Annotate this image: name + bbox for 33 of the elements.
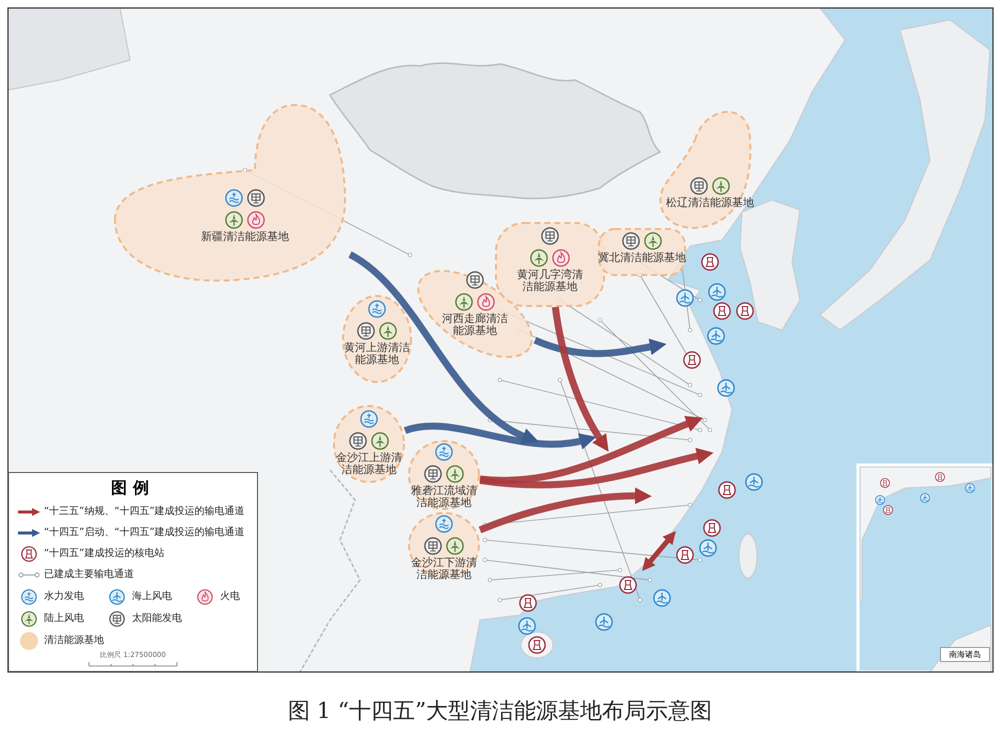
legend-label: “十三五”纳规、“十四五”建成投运的输电通道 — [44, 505, 245, 519]
inset-title: 南海诸岛 — [940, 647, 990, 662]
energy-base-area — [333, 405, 405, 483]
transmission-arrow — [480, 448, 714, 488]
legend-label: 海上风电 — [132, 590, 172, 604]
legend-label: 清洁能源基地 — [44, 634, 104, 648]
transmission-arrow — [478, 488, 652, 534]
energy-base-area — [408, 440, 480, 510]
base-label: 黄河上游清洁能源基地 — [343, 342, 411, 366]
energy-base-area — [342, 295, 412, 383]
legend-title: 图例 — [110, 478, 156, 499]
transmission-arrow — [404, 422, 597, 450]
legend-label: 陆上风电 — [44, 612, 84, 626]
energy-base-area — [598, 228, 686, 276]
base-label: 松辽清洁能源基地 — [665, 197, 755, 209]
legend-label: 太阳能发电 — [132, 612, 182, 626]
transmission-arrow — [552, 306, 608, 452]
base-label: 河西走廊清洁能源基地 — [441, 313, 509, 337]
legend-label: 火电 — [220, 590, 240, 604]
base-label: 雅砻江流域清洁能源基地 — [410, 485, 478, 509]
energy-base-area — [408, 512, 480, 578]
base-label: 冀北清洁能源基地 — [598, 252, 686, 264]
base-label: 黄河几字湾清洁能源基地 — [516, 269, 584, 293]
legend-label: 水力发电 — [44, 590, 84, 604]
transmission-arrow — [534, 336, 667, 358]
figure-caption: 图 1 “十四五”大型清洁能源基地布局示意图 — [286, 698, 714, 726]
legend-label: “十四五”建成投运的核电站 — [44, 547, 164, 561]
transmission-arrow — [480, 416, 703, 484]
base-label: 金沙江下游清洁能源基地 — [410, 557, 478, 581]
legend-label: 已建成主要输电通道 — [44, 568, 134, 582]
base-label: 新疆清洁能源基地 — [200, 231, 290, 243]
legend-label: “十四五”启动、“十四五”建成投运的输电通道 — [44, 526, 245, 540]
base-label: 金沙江上游清洁能源基地 — [335, 452, 403, 476]
